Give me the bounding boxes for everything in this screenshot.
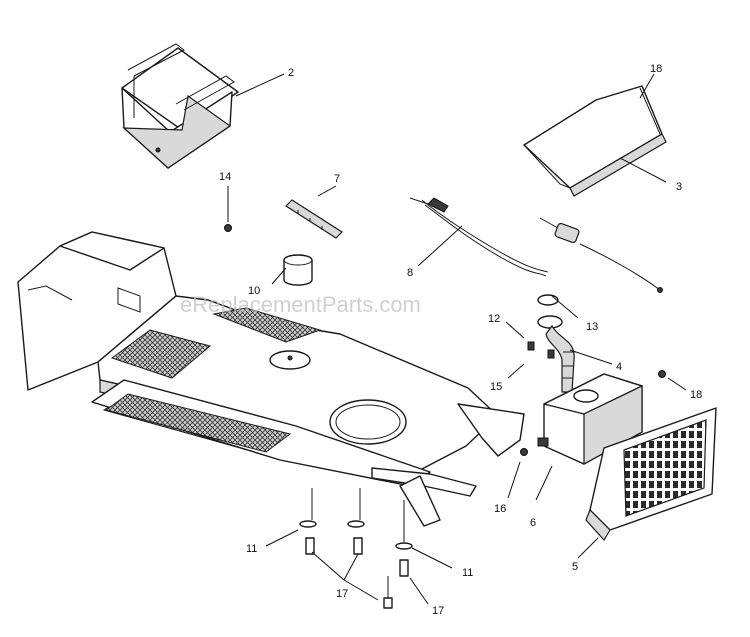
shield-plate-part [523,85,667,197]
callout-18: 18 [650,63,662,75]
callout-16: 16 [494,503,506,515]
callout-17-left: 17 [336,588,348,600]
callout-2: 2 [288,67,294,79]
bushing-part-10 [283,254,313,286]
callout-12: 12 [488,313,500,325]
watermark-text: eReplacementParts.com [180,292,421,317]
callout-13: 13 [586,321,598,333]
fastener-parts [299,488,413,609]
callout-7: 7 [334,173,340,185]
callout-15: 15 [490,381,502,393]
cable-assembly-part [539,217,663,293]
bolt-part-16 [520,370,666,456]
channel-bracket-part [121,43,239,169]
leader-lines [227,73,687,605]
callout-3: 3 [676,181,682,193]
callout-6: 6 [530,517,536,529]
grille-part [585,407,717,542]
screw-part-12 [527,341,555,359]
callout-18-right: 18 [690,389,702,401]
rod-part-7 [285,199,343,239]
filler-neck-part [537,294,575,393]
callout-14: 14 [219,171,231,183]
callout-11-left: 11 [246,543,257,555]
bolt-part-14 [224,224,232,232]
chassis-frame-part [17,231,525,527]
callout-17-right: 17 [432,605,444,617]
callout-10: 10 [248,285,260,297]
callout-11-right: 11 [462,567,473,579]
callout-5: 5 [572,561,578,573]
fuel-tank-part [537,373,643,466]
callout-4: 4 [616,361,622,373]
callout-8: 8 [407,267,413,279]
cable-part-8 [409,197,549,277]
